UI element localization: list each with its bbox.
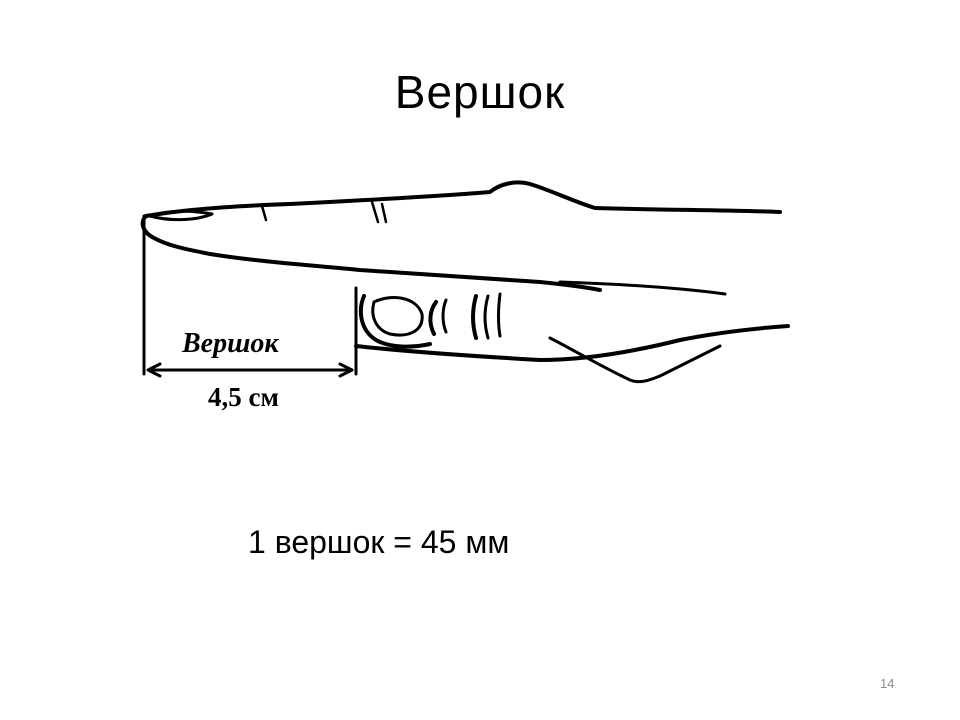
fingernail — [148, 209, 214, 222]
finger-top-edge — [144, 180, 782, 218]
hand-back-line — [558, 280, 727, 296]
knuckle-line-3 — [471, 294, 478, 340]
equation-text: 1 вершок = 45 мм — [248, 524, 510, 560]
knuckle-line-5 — [497, 292, 502, 338]
measure-arrow-left — [146, 362, 162, 378]
knuckle-line-1 — [428, 300, 438, 336]
figure-unit-label: Вершок — [182, 328, 279, 359]
joint-mark-2 — [370, 200, 380, 224]
finger-bottom-edge — [208, 252, 602, 292]
fingertip — [140, 214, 212, 256]
slide-title: Вершок — [394, 66, 566, 118]
finger-measure-illustration: Вершок 4,5 см — [120, 170, 800, 440]
folded-finger-outline — [358, 294, 432, 349]
knuckle-line-2 — [441, 298, 448, 334]
page-number: 14 — [880, 676, 895, 691]
joint-mark-3 — [380, 202, 388, 224]
joint-mark-1 — [260, 204, 268, 222]
palm-lower-line-2 — [658, 344, 722, 378]
folded-fingernail — [371, 296, 424, 337]
measure-arrow-right — [338, 362, 354, 378]
figure-measure-label: 4,5 см — [208, 382, 279, 412]
palm-lower-line — [548, 336, 662, 384]
hand-bottom-edge — [354, 324, 790, 362]
knuckle-line-4 — [483, 294, 490, 340]
hand-finger-measure-icon — [140, 180, 790, 384]
